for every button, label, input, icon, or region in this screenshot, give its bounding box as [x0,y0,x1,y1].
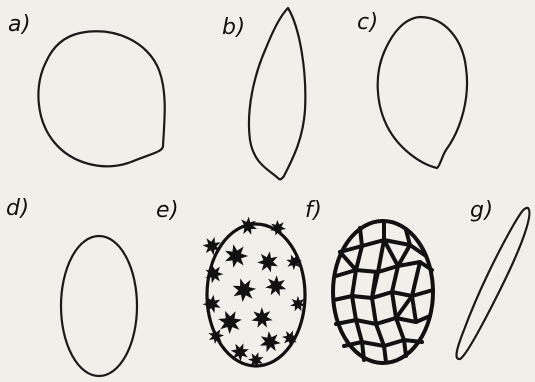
spiky-blob [203,295,221,313]
spiky-blob [225,244,248,268]
spiky-blob [233,279,257,303]
spiky-blob [257,251,278,272]
spiky-blob [208,328,224,344]
shape-e-spiky-oval [203,217,306,368]
spiky-blob [218,311,242,334]
spiky-blob [260,331,281,352]
shape-d-outline [61,236,137,376]
spiky-blob [252,307,273,328]
shape-f-reticulate-oval [333,221,433,363]
spiky-blob [265,275,286,296]
shape-g-outline [457,208,530,359]
shape-c-outline [378,17,467,168]
shape-b-outline [249,8,305,179]
shape-a-outline [38,31,164,166]
shape-e-spikes [203,217,306,368]
